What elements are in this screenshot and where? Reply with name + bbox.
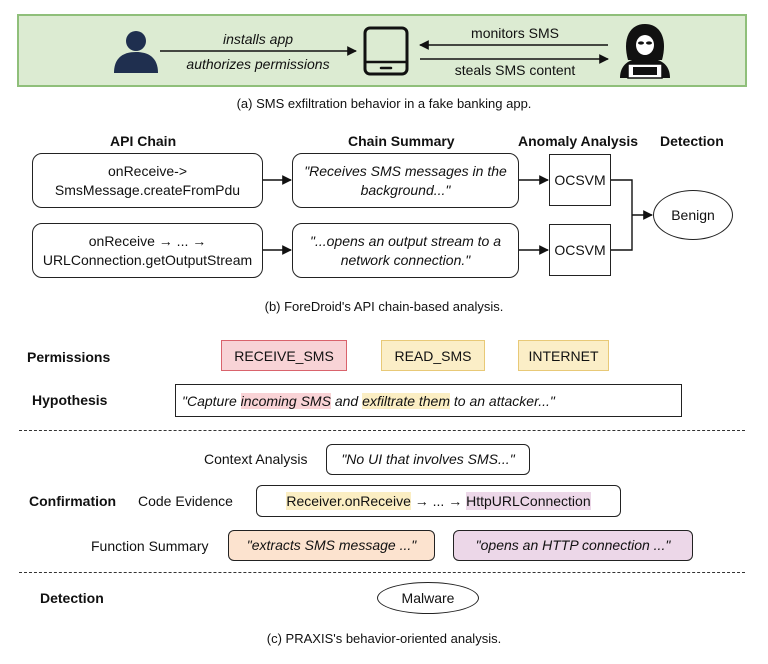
api-chain-1-line2: SmsMessage.createFromPdu xyxy=(54,181,241,198)
header-detection: Detection xyxy=(660,133,724,149)
summary-1-line2: background..." xyxy=(360,181,451,198)
api-chain-2-line2: URLConnection.getOutputStream xyxy=(42,251,253,268)
hacker-icon xyxy=(620,24,670,79)
installs-label: installs app xyxy=(222,31,294,47)
summary-2-line2: network connection." xyxy=(340,251,471,268)
api-chain-2-line1: onReceive → ... → xyxy=(88,232,207,249)
ocsvm-box-1: OCSVM xyxy=(549,154,611,206)
hypothesis-text-1: "Capture xyxy=(182,392,241,409)
caption-b: (b) ForeDroid's API chain-based analysis… xyxy=(264,299,504,314)
summary-2-line1: "...opens an output stream to a xyxy=(310,232,501,249)
authorizes-label: authorizes permissions xyxy=(186,56,330,72)
steals-label: steals SMS content xyxy=(454,62,576,78)
header-api-chain: API Chain xyxy=(110,133,177,149)
permission-read-sms: READ_SMS xyxy=(381,340,485,371)
hypothesis-text-2: and xyxy=(330,392,363,409)
summary-box-2: "...opens an output stream to a network c… xyxy=(292,223,519,278)
hypothesis-highlight-sms: incoming SMS xyxy=(240,392,331,409)
code-evidence-label: Code Evidence xyxy=(138,493,233,509)
hypothesis-highlight-exfiltrate: exfiltrate them xyxy=(362,392,451,409)
divider-1 xyxy=(19,430,745,431)
function-summary-box-1: "extracts SMS message ..." xyxy=(228,530,435,561)
caption-c: (c) PRAXIS's behavior-oriented analysis. xyxy=(266,631,502,646)
benign-result: Benign xyxy=(653,190,733,240)
code-arrow: → ... → xyxy=(410,492,467,509)
monitors-label: monitors SMS xyxy=(471,25,559,41)
detection-label: Detection xyxy=(40,590,104,606)
function-summary-box-2: "opens an HTTP connection ..." xyxy=(453,530,693,561)
ocsvm-box-2: OCSVM xyxy=(549,224,611,276)
divider-2 xyxy=(19,572,745,573)
malware-result: Malware xyxy=(377,582,479,614)
code-evidence-box: Receiver.onReceive → ... → HttpURLConnec… xyxy=(256,485,621,517)
hypothesis-text-3: to an attacker..." xyxy=(450,392,555,409)
api-chain-box-1: onReceive-> SmsMessage.createFromPdu xyxy=(32,153,263,208)
permissions-label: Permissions xyxy=(27,349,111,365)
hypothesis-label: Hypothesis xyxy=(32,392,108,408)
code-receiver: Receiver.onReceive xyxy=(286,491,411,511)
api-chain-box-2: onReceive → ... → URLConnection.getOutput… xyxy=(32,223,263,278)
user-icon xyxy=(114,31,158,73)
phone-icon xyxy=(363,26,409,76)
caption-a: (a) SMS exfiltration behavior in a fake … xyxy=(236,96,532,111)
api-chain-1-line1: onReceive-> xyxy=(108,162,187,179)
context-analysis-box: "No UI that involves SMS..." xyxy=(326,444,530,475)
header-chain-summary: Chain Summary xyxy=(348,133,455,149)
permission-internet: INTERNET xyxy=(518,340,609,371)
header-anomaly-analysis: Anomaly Analysis xyxy=(518,133,639,149)
context-analysis-label: Context Analysis xyxy=(204,451,308,467)
summary-box-1: "Receives SMS messages in the background.… xyxy=(292,153,519,208)
hypothesis-box: "Capture incoming SMS and exfiltrate the… xyxy=(175,384,682,417)
function-summary-label: Function Summary xyxy=(91,538,209,554)
confirmation-label: Confirmation xyxy=(29,493,117,509)
code-http: HttpURLConnection xyxy=(466,491,591,511)
summary-1-line1: "Receives SMS messages in the xyxy=(304,162,507,179)
permission-receive-sms: RECEIVE_SMS xyxy=(221,340,347,371)
